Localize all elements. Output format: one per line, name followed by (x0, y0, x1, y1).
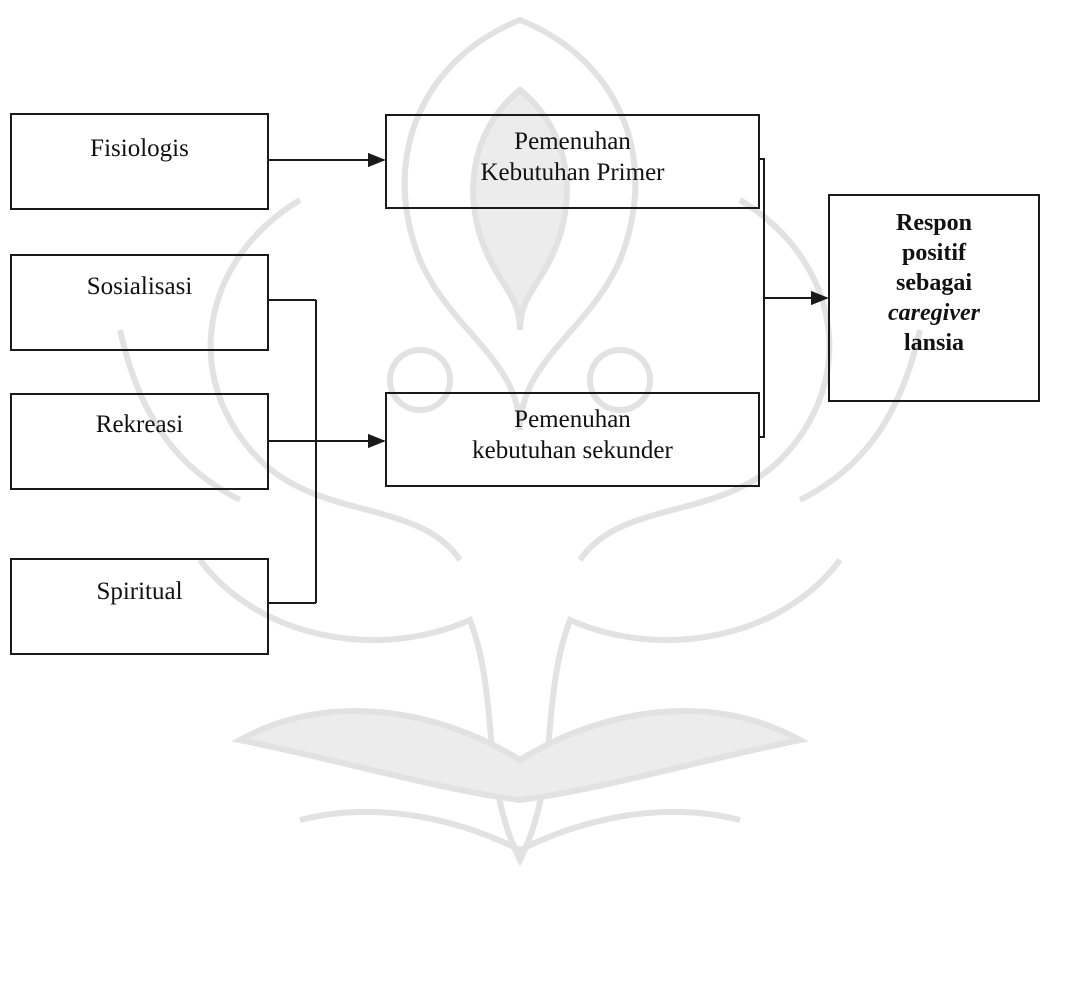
box-label-line2: Kebutuhan Primer (480, 159, 665, 186)
box-spiritual: Spiritual (10, 558, 269, 655)
box-label: Rekreasi (95, 411, 184, 438)
box-label-line1: Pemenuhan (514, 128, 631, 155)
box-respon-positif: Respon positif sebagai caregiver lansia (828, 194, 1040, 402)
box-label: Spiritual (96, 578, 183, 605)
box-rekreasi: Rekreasi (10, 393, 269, 490)
box-label: Fisiologis (90, 135, 189, 162)
line-primer-to-junction (760, 158, 765, 298)
line-sekunder-to-junction (760, 298, 765, 438)
box-label-line5: lansia (903, 330, 965, 356)
box-label-line1: Pemenuhan (514, 406, 631, 433)
box-fisiologis: Fisiologis (10, 113, 269, 210)
box-label-line3: sebagai (895, 270, 972, 296)
box-label-line4: caregiver (888, 300, 980, 326)
box-label: Sosialisasi (86, 273, 193, 300)
box-pemenuhan-kebutuhan-sekunder: Pemenuhan kebutuhan sekunder (385, 392, 760, 487)
box-label-line1: Respon (895, 210, 973, 236)
box-sosialisasi: Sosialisasi (10, 254, 269, 351)
box-label-line2: kebutuhan sekunder (472, 437, 673, 464)
box-pemenuhan-kebutuhan-primer: Pemenuhan Kebutuhan Primer (385, 114, 760, 209)
box-label-line2: positif (901, 240, 966, 266)
